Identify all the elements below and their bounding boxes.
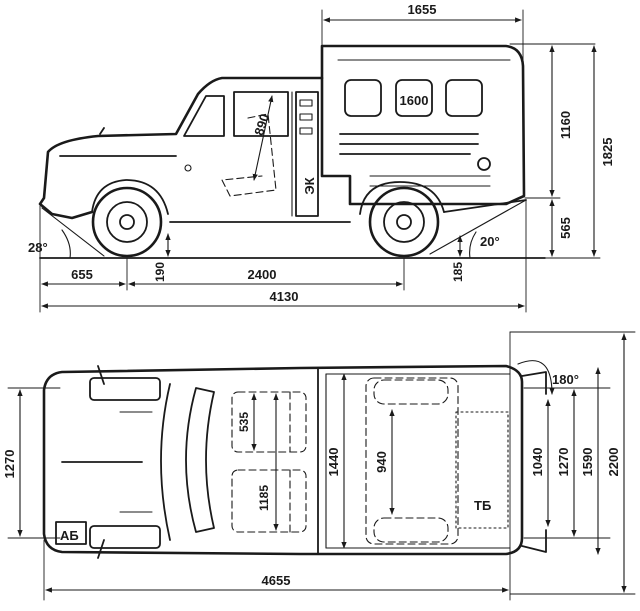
fuel-tank-outline [455, 411, 509, 529]
front-wheel-top [89, 525, 161, 549]
dim-seat-reach: 890 [251, 112, 272, 137]
dim-wheelbase: 2400 [248, 267, 277, 282]
dim-door-angle: 180° [552, 372, 579, 387]
dim-cargo-floor: 940 [374, 451, 389, 473]
dim-front-track: 1270 [2, 450, 17, 479]
fuel-cap [477, 157, 491, 171]
box-window [344, 79, 382, 117]
front-wheel [91, 186, 163, 258]
door-handle [184, 164, 192, 172]
dim-door-opening: 1040 [530, 448, 545, 477]
window-mark-label: 1600 [400, 93, 429, 108]
pillar-vent [299, 127, 313, 135]
dim-box-height: 1160 [558, 111, 573, 139]
dim-rear-track: 1270 [556, 448, 571, 477]
approach-angle-line [41, 207, 105, 257]
mirror-stalk [99, 127, 105, 135]
front-door-window [183, 95, 225, 137]
cargo-box-outline [320, 44, 526, 206]
side-view: 1655 1160 565 1825 1600 ЭК 890 28° 20° 6… [28, 2, 615, 313]
dim-front-overhang: 655 [71, 267, 93, 282]
dim-interior-width: 1440 [326, 448, 341, 477]
door-swing-arc [517, 360, 555, 395]
dim-door-span: 2200 [606, 448, 621, 477]
rear-fender [359, 181, 445, 215]
windshield [185, 387, 215, 533]
cab-outline [38, 76, 324, 220]
mirror [97, 365, 105, 385]
front-seat-left [231, 391, 307, 453]
dim-ground-clearance-rear: 185 [451, 262, 465, 282]
battery-label: АБ [60, 528, 79, 543]
wheel-arch-top [373, 379, 449, 405]
wheel-arch-bottom [373, 517, 449, 543]
front-seat-right [231, 469, 307, 533]
rear-wheel [368, 186, 440, 258]
front-wheel-top [89, 377, 161, 401]
dim-front-seat-depth: 535 [237, 412, 251, 432]
box-window [395, 79, 433, 117]
rear-bumper [443, 199, 527, 213]
dim-overall-length-top: 4655 [262, 573, 291, 588]
mirror [97, 539, 105, 559]
panel-mark-label: ЭК [302, 177, 317, 194]
dim-departure-angle: 20° [480, 234, 500, 249]
top-view: АБ ТБ 180° 1270 535 1185 1440 [2, 331, 636, 601]
box-window [445, 79, 483, 117]
b-pillar [295, 91, 319, 217]
pillar-vent [299, 99, 313, 107]
rear-door-upper [521, 371, 547, 395]
roof-outline [160, 383, 171, 541]
battery-box [55, 521, 87, 545]
dim-body-width: 1590 [580, 448, 595, 477]
pillar-vent [299, 113, 313, 121]
top-body-outline [42, 364, 524, 556]
front-fender [91, 179, 169, 215]
fuel-tank-label: ТБ [474, 498, 491, 513]
departure-angle-arc [469, 231, 477, 259]
dim-rear-overhang-height: 565 [558, 217, 573, 239]
departure-angle-line [429, 199, 527, 255]
dim-ground-clearance-front: 190 [153, 262, 167, 282]
dim-rear-seat-depth: 1185 [257, 485, 271, 511]
dim-overall-height: 1825 [600, 138, 615, 167]
seat-reach-line [252, 95, 274, 181]
cargo-floor-outline [365, 377, 459, 545]
rear-door-lower [521, 529, 547, 553]
dim-approach-angle: 28° [28, 240, 48, 255]
approach-angle-arc [61, 229, 71, 259]
dim-overall-length-side: 4130 [270, 289, 299, 304]
side-window [233, 91, 289, 137]
dim-box-length: 1655 [408, 2, 437, 17]
